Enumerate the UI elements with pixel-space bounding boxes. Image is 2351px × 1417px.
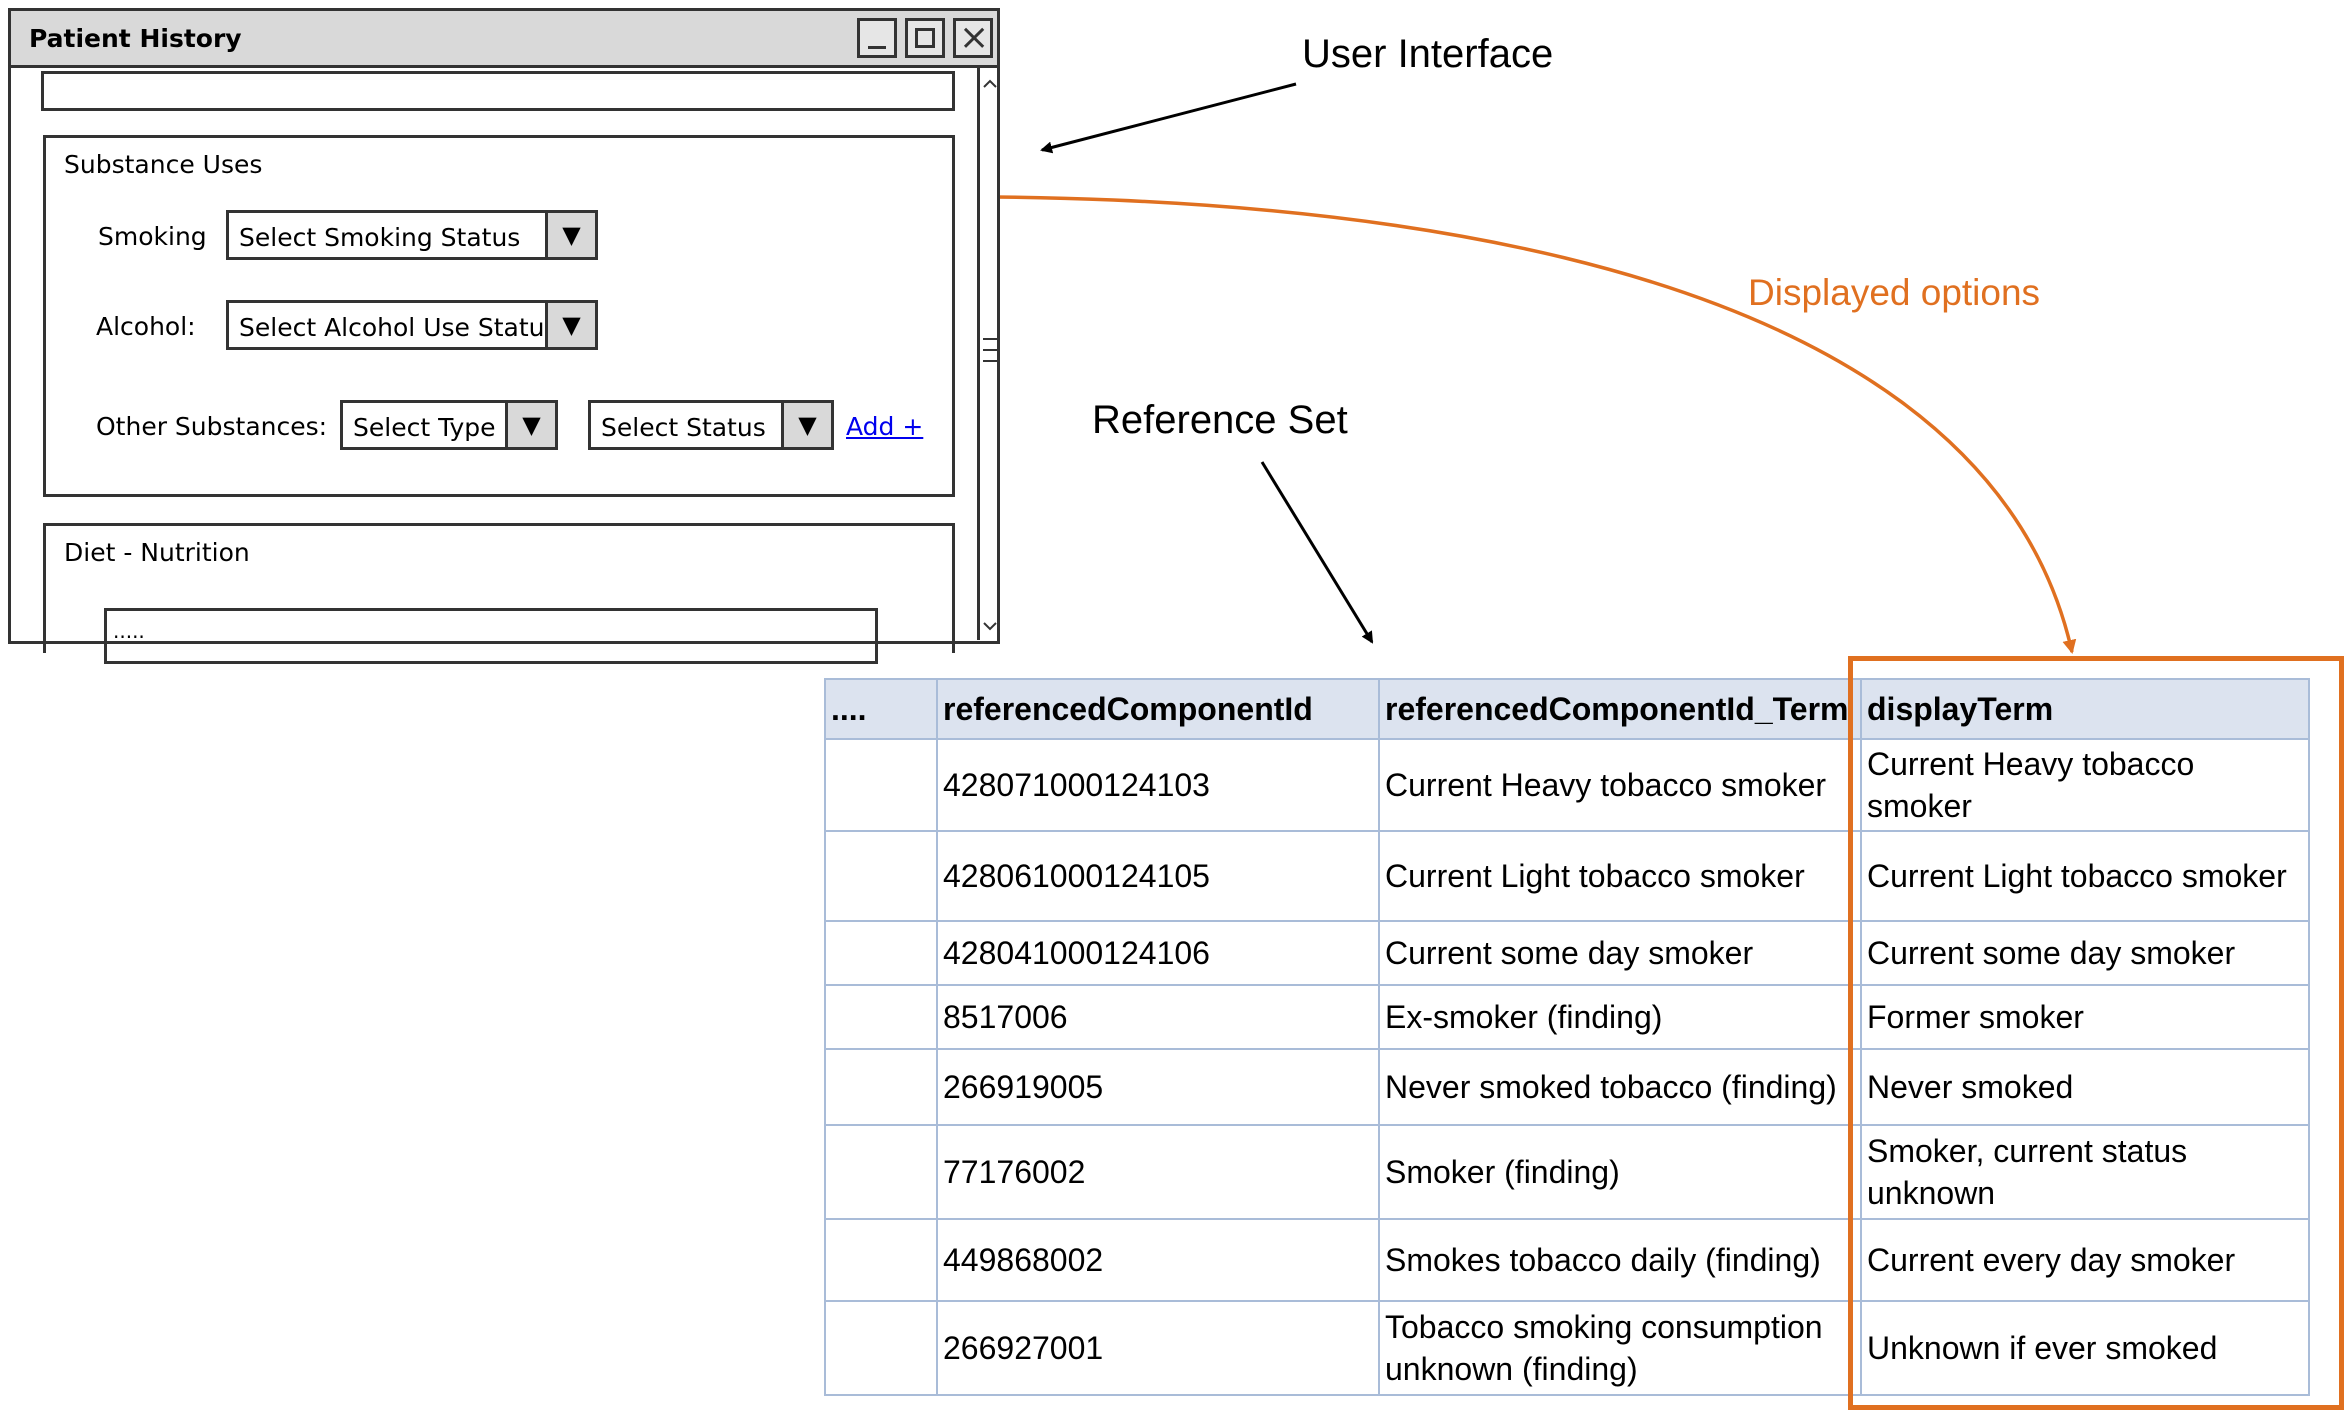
table-row: 449868002 Smokes tobacco daily (finding)… [824, 1218, 2310, 1302]
table-row: 266927001 Tobacco smoking consumption un… [824, 1300, 2310, 1396]
col-header-referenced-component-id: referencedComponentId [936, 678, 1380, 740]
refset-pointer-arrow [1260, 461, 1374, 644]
add-substance-link[interactable]: Add + [846, 412, 924, 441]
table-cell: 266927001 [936, 1300, 1380, 1396]
diet-text-field[interactable]: ..... [104, 608, 878, 664]
ui-pointer-arrow [1040, 82, 1297, 154]
user-interface-label: User Interface [1302, 32, 1554, 76]
alcohol-select-value: Select Alcohol Use Status [239, 313, 558, 342]
col-header-display-term: displayTerm [1860, 678, 2310, 740]
chevron-down-icon[interactable]: ▼ [545, 303, 595, 347]
table-cell: 428071000124103 [936, 738, 1380, 832]
vertical-scrollbar[interactable] [977, 68, 997, 640]
diet-nutrition-title: Diet - Nutrition [64, 538, 250, 567]
table-cell: Former smoker [1860, 984, 2310, 1050]
smoking-label: Smoking [98, 222, 207, 251]
substance-type-select[interactable]: Select Type ▼ [340, 400, 558, 450]
table-cell: Current Heavy tobacco smoker [1378, 738, 1862, 832]
alcohol-status-select[interactable]: Select Alcohol Use Status ▼ [226, 300, 598, 350]
table-cell: Current some day smoker [1378, 920, 1862, 986]
table-cell: Current Light tobacco smoker [1860, 830, 2310, 922]
scroll-down-icon[interactable] [980, 616, 1000, 636]
window-title: Patient History [29, 24, 242, 53]
table-cell: Current Heavy tobacco smoker [1860, 738, 2310, 832]
smoking-status-select[interactable]: Select Smoking Status ▼ [226, 210, 598, 260]
displayed-options-label: Displayed options [1748, 272, 2041, 313]
maximize-button[interactable] [905, 18, 945, 58]
table-cell: Smokes tobacco daily (finding) [1378, 1218, 1862, 1302]
col-header-ellipsis: .... [824, 678, 938, 740]
substance-uses-group: Substance Uses Smoking Select Smoking St… [43, 135, 955, 497]
table-row: 428061000124105 Current Light tobacco sm… [824, 830, 2310, 922]
table-cell: Never smoked tobacco (finding) [1378, 1048, 1862, 1126]
table-header-row: .... referencedComponentId referencedCom… [824, 678, 2310, 740]
smoking-select-value: Select Smoking Status [239, 223, 521, 252]
col-header-referenced-component-term: referencedComponentId_Term [1378, 678, 1862, 740]
table-row: 266919005 Never smoked tobacco (finding)… [824, 1048, 2310, 1126]
table-cell [824, 1300, 938, 1396]
status-select-value: Select Status [601, 413, 766, 442]
type-select-value: Select Type [353, 413, 496, 442]
patient-history-window: Patient History × Substance Uses Smoking… [8, 8, 1000, 664]
scroll-up-icon[interactable] [980, 74, 1000, 94]
substance-status-select[interactable]: Select Status ▼ [588, 400, 834, 450]
scrollbar-thumb[interactable] [983, 338, 997, 378]
table-cell [824, 830, 938, 922]
table-cell: 449868002 [936, 1218, 1380, 1302]
table-cell: Smoker (finding) [1378, 1124, 1862, 1220]
other-substances-label: Other Substances: [96, 412, 328, 441]
table-row: 8517006 Ex-smoker (finding) Former smoke… [824, 984, 2310, 1050]
table-cell: Smoker, current status unknown [1860, 1124, 2310, 1220]
table-cell: 77176002 [936, 1124, 1380, 1220]
close-button[interactable]: × [953, 18, 993, 58]
table-cell: Current some day smoker [1860, 920, 2310, 986]
table-cell [824, 920, 938, 986]
table-row: 77176002 Smoker (finding) Smoker, curren… [824, 1124, 2310, 1220]
close-icon: × [959, 17, 990, 58]
reference-set-table: .... referencedComponentId referencedCom… [824, 678, 2310, 1396]
chevron-down-icon[interactable]: ▼ [781, 403, 831, 447]
table-cell [824, 984, 938, 1050]
diet-nutrition-group: Diet - Nutrition ..... [43, 523, 955, 664]
table-cell [824, 1124, 938, 1220]
table-cell: Unknown if ever smoked [1860, 1300, 2310, 1396]
table-cell: Current every day smoker [1860, 1218, 2310, 1302]
chevron-down-icon[interactable]: ▼ [505, 403, 555, 447]
top-text-field[interactable] [41, 71, 955, 111]
chevron-down-icon[interactable]: ▼ [545, 213, 595, 257]
table-cell: Ex-smoker (finding) [1378, 984, 1862, 1050]
table-row: 428071000124103 Current Heavy tobacco sm… [824, 738, 2310, 832]
table-cell: 428061000124105 [936, 830, 1380, 922]
table-cell: 266919005 [936, 1048, 1380, 1126]
table-cell [824, 1218, 938, 1302]
table-cell [824, 1048, 938, 1126]
table-cell: Never smoked [1860, 1048, 2310, 1126]
reference-set-label: Reference Set [1092, 398, 1348, 442]
table-cell: Tobacco smoking consumption unknown (fin… [1378, 1300, 1862, 1396]
title-bar: Patient History × [11, 11, 997, 68]
table-cell: Current Light tobacco smoker [1378, 830, 1862, 922]
table-cell: 428041000124106 [936, 920, 1380, 986]
table-cell: 8517006 [936, 984, 1380, 1050]
table-row: 428041000124106 Current some day smoker … [824, 920, 2310, 986]
alcohol-label: Alcohol: [96, 312, 196, 341]
minimize-button[interactable] [857, 18, 897, 58]
substance-uses-title: Substance Uses [64, 150, 263, 179]
table-cell [824, 738, 938, 832]
diet-field-value: ..... [113, 619, 145, 643]
